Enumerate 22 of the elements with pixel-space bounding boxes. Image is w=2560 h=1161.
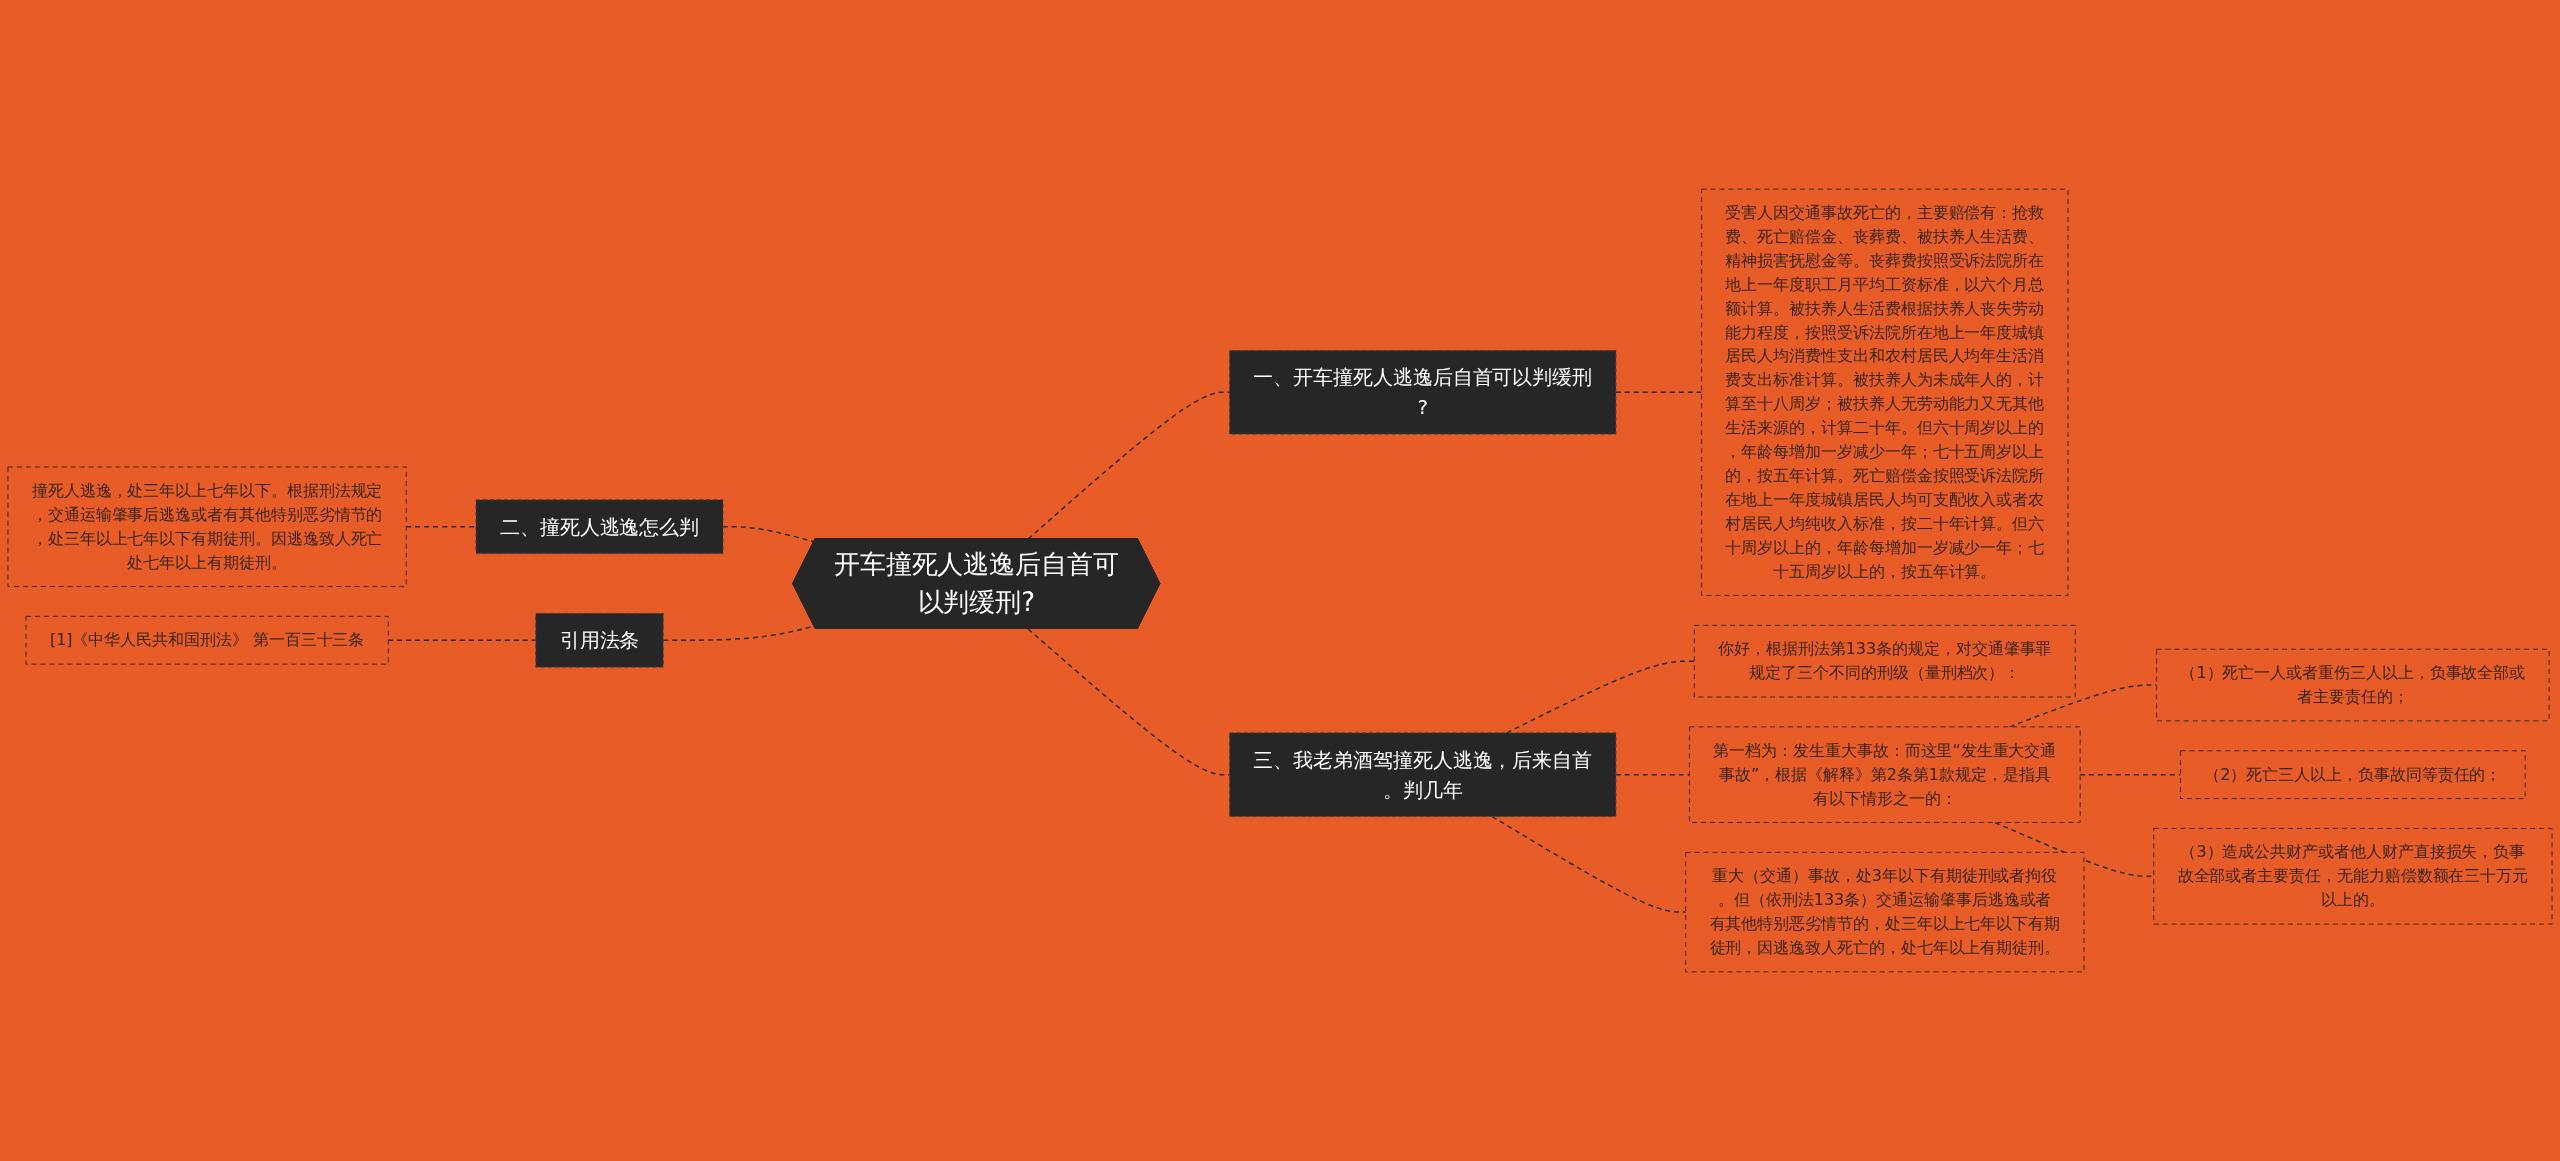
node-box: 第一档为：发生重大事故：而这里“发生重大交通事故”，根据《解释》第2条第1款规定，是指具有以下情形之一的：: [1689, 726, 2081, 823]
node-box: （1）死亡一人或者重伤三人以上，负事故全部或者主要责任的；: [2156, 648, 2550, 722]
node-box: 引用法条: [535, 612, 664, 668]
connector: [722, 525, 816, 543]
node-box: 二、撞死人逃逸怎么判: [475, 499, 724, 555]
connector: [2079, 773, 2182, 776]
connector: [1491, 815, 1687, 913]
connector: [387, 639, 537, 641]
node-box: [1]《中华人民共和国刑法》 第一百三十三条: [25, 615, 389, 665]
node-box: 你好，根据刑法第133条的规定，对交通肇事罪规定了三个不同的刑级（量刑档次）：: [1693, 624, 2076, 698]
node-box: 撞死人逃逸，处三年以上七年以下。根据刑法规定，交通运输肇事后逃逸或者有其他特别恶劣情节的，处三年以上七年以下有期徒刑。因逃逸致人死亡处七年以上有期徒刑。: [7, 466, 407, 587]
node-box: （3）造成公共财产或者他人财产直接损失，负事故全部或者主要责任，无能力赔偿数额在三十万元以上的。: [2153, 827, 2553, 925]
node-box: 重大（交通）事故，处3年以下有期徒刑或者拘役。但（依刑法133条）交通运输肇事后逃逸或者有其他特别恶劣情节的，处三年以上七年以下有期徒刑，因逃逸致人死亡的，处七年以上有期徒刑。: [1685, 851, 2085, 973]
connector: [405, 525, 477, 528]
node-box: 一、开车撞死人逃逸后自首可以判缓刑?: [1229, 349, 1617, 435]
connector: [1615, 391, 1703, 394]
connector: [1027, 391, 1231, 540]
connector: [1615, 773, 1691, 776]
connector: [1506, 660, 1696, 734]
node-box: （2）死亡三人以上，负事故同等责任的；: [2180, 750, 2526, 800]
node-box: 受害人因交通事故死亡的，主要赔偿有：抢救费、死亡赔偿金、丧葬费、被扶养人生活费、精神损害抚慰金等。丧葬费按照受诉法院所在地上一年度职工月平均工资标准，以六个月总额计算。被扶养人生活费根据扶养人丧失劳动能力程度，按照受诉法院所在地上一年度城镇居民人均消费性支出和农村居民人均年生活消费支出标准计算。被扶养人为未成年人的，计算至十八周岁；被扶养人无劳动能力又无其他生活来源的，计算二十年。但六十周岁以上的，年龄每增加一岁减少一年；七十五周岁以上的，按五年计算。死亡赔偿金按照受诉法院所在地上一年度城镇居民人均可支配收入或者农村居民人均纯收入标准，按二十年计算。但六十周岁以上的，年龄每增加一岁减少一年；七十五周岁以上的，按五年计算。: [1701, 188, 2069, 596]
node-box: 三、我老弟酒驾撞死人逃逸，后来自首。判几年: [1229, 732, 1617, 817]
